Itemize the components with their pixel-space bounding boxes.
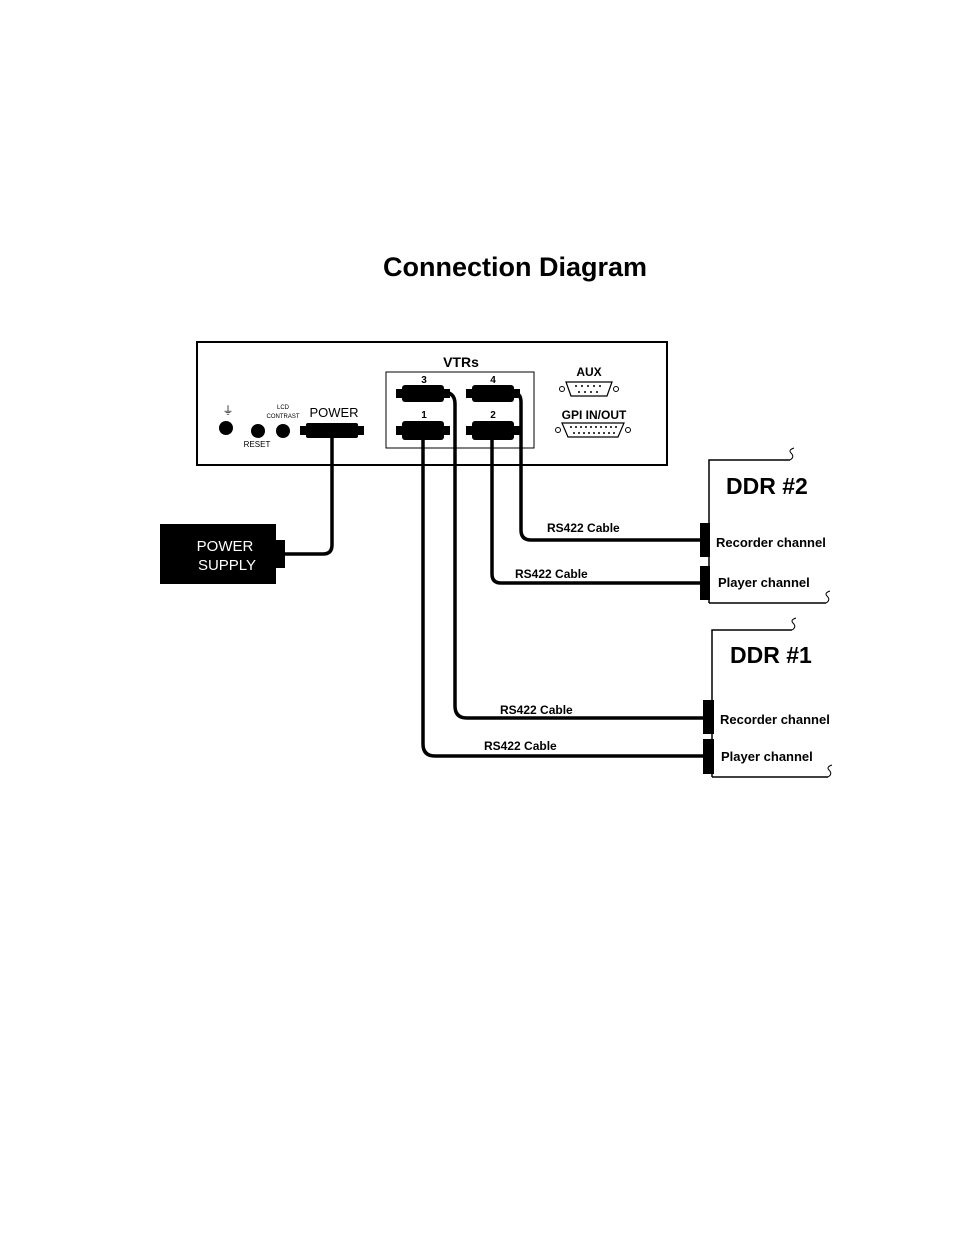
aux-connector [559,381,619,397]
port-3-label: 3 [421,375,427,386]
power-cable [285,438,334,556]
cable-port3-ddr1-recorder [442,390,704,720]
aux-label: AUX [576,365,601,379]
cable-label-ddr2-player: RS422 Cable [515,567,588,581]
ddr1-player-label: Player channel [721,749,813,764]
vtrs-group [385,371,535,449]
power-supply-line1: POWER [197,538,254,555]
cable-label-ddr1-recorder: RS422 Cable [500,703,573,717]
device-panel [196,341,668,466]
ddr2-recorder-connector [700,523,710,557]
ddr1-player-connector [703,739,714,774]
ddr1-recorder-connector [703,700,714,734]
ddr2-recorder-label: Recorder channel [716,535,826,550]
vtr-port-2 [466,421,520,440]
ddr2-label: DDR #2 [726,473,808,499]
ground-icon: ⏚ [223,404,234,417]
ddr1-recorder-label: Recorder channel [720,712,830,727]
power-connector [300,423,364,438]
reset-label: RESET [244,440,271,449]
cable-port2-ddr2-player [490,440,700,585]
lcd-contrast-knob [276,424,290,438]
ddr2-player-connector [700,566,710,600]
lcd-label-line1: LCD [277,405,290,411]
port-4-label: 4 [490,375,496,386]
reset-button [251,424,265,438]
ddr1-label: DDR #1 [730,642,812,668]
power-supply-box [160,524,276,584]
ddr2-player-label: Player channel [718,575,810,590]
vtrs-label: VTRs [443,354,479,370]
cable-label-ddr1-player: RS422 Cable [484,739,557,753]
power-supply-line2: SUPPLY [198,557,256,574]
page-title: Connection Diagram [382,252,648,282]
cable-label-ddr2-recorder: RS422 Cable [547,521,620,535]
gpi-label: GPI IN/OUT [562,408,627,422]
cable-port1-ddr1-player [421,440,704,758]
ground-terminal [219,421,233,435]
vtr-port-3 [396,385,450,402]
vtr-port-1 [396,421,450,440]
port-2-label: 2 [490,410,496,421]
power-supply-plug [275,540,285,568]
lcd-label-line2: CONTRAST [267,414,300,420]
power-label: POWER [309,405,358,420]
cable-port4-ddr2-recorder [510,390,700,542]
gpi-connector [555,422,631,438]
port-1-label: 1 [421,410,427,421]
